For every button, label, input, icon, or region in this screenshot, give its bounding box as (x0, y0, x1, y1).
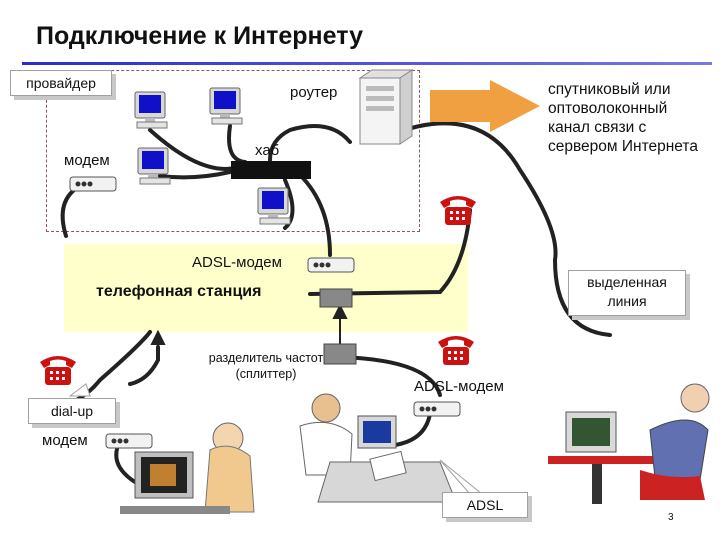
leased-line-user-scene (548, 383, 710, 504)
satellite-channel-label: спутниковый или оптоволоконный канал свя… (548, 81, 698, 155)
dialup-user-scene (120, 422, 255, 514)
adsl-modem-device (307, 257, 355, 273)
modem-device (69, 176, 117, 192)
dialup-label: dial-up (28, 398, 116, 424)
provider-zone (46, 70, 420, 232)
pc-monitor (137, 147, 171, 185)
phone-icon (440, 196, 476, 225)
page-number: 3 (668, 512, 674, 523)
leased-line-label: выделенная линия (568, 270, 686, 316)
adsl-modem-device (413, 401, 461, 417)
phone-icon (438, 336, 474, 365)
page-title: Подключение к Интернету (36, 22, 364, 50)
splitter-device (323, 343, 357, 365)
adsl-modem-bottom-label: ADSL-модем (414, 378, 504, 395)
provider-label: провайдер (10, 70, 112, 96)
adsl-modem-top-label: ADSL-модем (192, 254, 282, 271)
pc-monitor (209, 87, 243, 125)
phone-station-label: телефонная станция (96, 283, 262, 300)
splitter-label: разделитель частот (сплиттер) (208, 351, 324, 381)
station-equipment (319, 288, 353, 308)
pc-monitor (257, 187, 291, 225)
pc-monitor (134, 91, 168, 129)
adsl-label: ADSL (442, 492, 528, 518)
title-divider (22, 62, 712, 65)
router-label: роутер (290, 84, 338, 101)
phone-station-zone (64, 244, 468, 332)
adsl-user-scene (299, 393, 457, 503)
hub-device (231, 161, 311, 179)
dialup-modem-label: модем (42, 432, 88, 449)
uplink-arrow (430, 80, 540, 132)
modem-label: модем (64, 152, 110, 169)
phone-icon (40, 356, 76, 385)
dialup-modem-device (105, 433, 153, 449)
hub-label: хаб (255, 142, 280, 159)
router-server (358, 69, 414, 145)
